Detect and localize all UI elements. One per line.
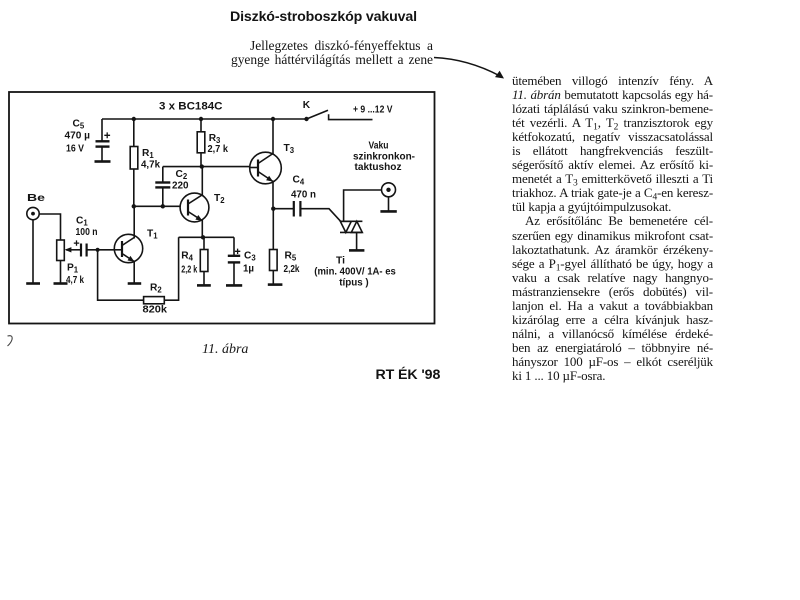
svg-text:820k: 820k	[143, 305, 168, 316]
svg-text:C3: C3	[244, 251, 256, 263]
svg-text:típus ): típus )	[339, 278, 369, 289]
svg-text:T2: T2	[214, 193, 225, 205]
svg-text:C1: C1	[76, 216, 88, 228]
svg-text:R4: R4	[181, 251, 193, 263]
svg-text:2,2 k: 2,2 k	[181, 265, 197, 276]
svg-text:K: K	[303, 100, 311, 111]
svg-text:470 µ: 470 µ	[65, 131, 91, 142]
svg-text:R5: R5	[285, 251, 297, 263]
svg-text:T1: T1	[147, 229, 158, 241]
svg-text:4,7k: 4,7k	[141, 160, 160, 171]
svg-text:P1: P1	[67, 263, 79, 275]
svg-text:taktushoz: taktushoz	[355, 162, 402, 173]
svg-text:C2: C2	[176, 169, 188, 181]
svg-text:R1: R1	[142, 148, 154, 160]
svg-text:220: 220	[172, 181, 189, 192]
svg-text:2,2k: 2,2k	[284, 264, 300, 275]
svg-text:16 V: 16 V	[66, 144, 84, 155]
svg-text:1µ: 1µ	[243, 264, 254, 275]
svg-text:Vaku: Vaku	[369, 141, 389, 152]
svg-text:100 n: 100 n	[76, 227, 98, 238]
svg-text:470 n: 470 n	[291, 190, 316, 201]
svg-text:szinkronkon-: szinkronkon-	[353, 152, 415, 163]
svg-text:Ti: Ti	[336, 256, 345, 267]
svg-text:R3: R3	[209, 133, 221, 145]
svg-text:3 x BC184C: 3 x BC184C	[159, 101, 223, 113]
svg-text:Be: Be	[27, 193, 45, 204]
svg-text:R2: R2	[150, 283, 162, 295]
svg-text:2,7 k: 2,7 k	[208, 144, 229, 155]
svg-text:4,7 k: 4,7 k	[66, 275, 84, 286]
svg-text:(min. 400V/ 1A- es: (min. 400V/ 1A- es	[314, 267, 396, 278]
svg-text:+ 9 ...12 V: + 9 ...12 V	[353, 105, 393, 116]
svg-text:T3: T3	[284, 143, 295, 155]
svg-text:C4: C4	[293, 175, 305, 187]
svg-text:C5: C5	[73, 119, 85, 131]
